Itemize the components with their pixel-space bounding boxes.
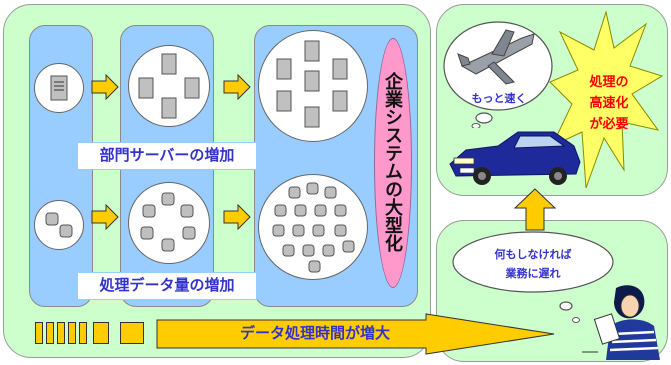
time-block [46,322,54,344]
processing-time-label: データ処理時間が増大 [240,324,391,342]
time-block [93,322,109,344]
arrow-right-icon [91,204,119,230]
burst-icon [549,10,664,189]
faster-thought-text: もっと速く [471,92,527,105]
time-block [35,322,43,344]
disk-group-medium [128,182,210,264]
thought-cloud-icon [452,231,614,323]
time-block [79,322,87,344]
speedup-needed-label: 処理の高速化が必要 [589,75,629,132]
enterprise-label: 企業システムの大型化 [382,72,403,252]
server-group-small [34,63,84,113]
arrow-right-icon [223,74,251,100]
servers-increase-label: 部門サーバーの増加 [77,142,257,170]
disk-farm-icon [272,182,355,273]
disk-icon [45,212,73,238]
server-farm-icon [276,40,348,128]
time-block [120,322,144,344]
falling-behind-text: 何もしなければ業務に遅れ [494,248,572,280]
disk-group-large [258,174,368,280]
person-reading-icon [582,285,660,360]
server-cluster-icon [138,53,200,119]
time-block [57,322,65,344]
server-group-large [258,30,368,142]
airplane-icon [457,29,535,85]
arrow-right-icon [91,74,119,100]
server-icon [50,75,68,101]
arrow-up-icon [514,188,556,231]
data-increase-label: 処理データ量の増加 [77,272,257,300]
arrow-right-icon [223,204,251,230]
disk-group-small [34,200,84,250]
time-block [68,322,76,344]
enterprise-oval [374,38,412,288]
processing-time-arrow [156,313,555,355]
car-icon [449,131,581,185]
disk-cluster-icon [140,192,196,252]
server-group-medium [128,45,210,127]
